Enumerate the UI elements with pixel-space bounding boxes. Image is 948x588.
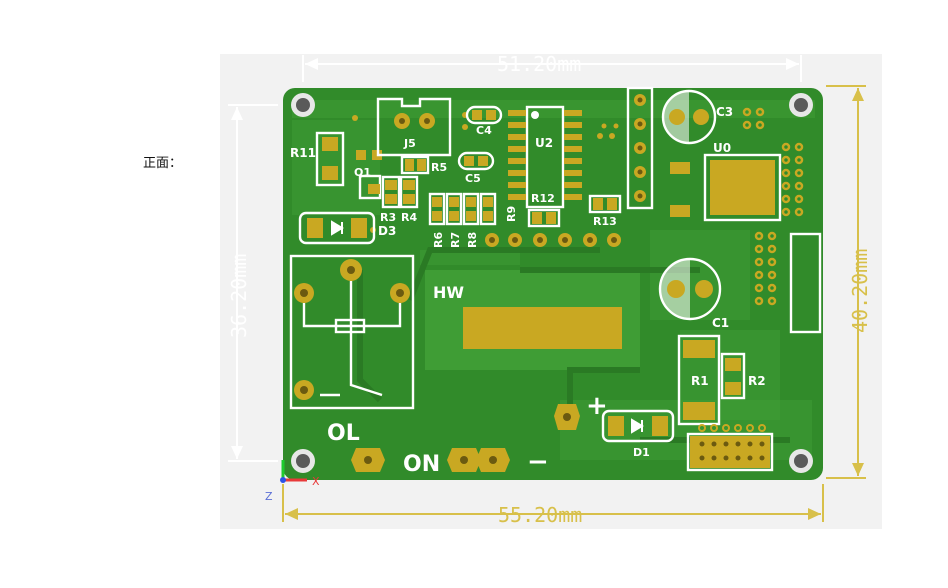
svg-text:J5: J5 [403, 137, 416, 150]
terminal-ol: OL [327, 421, 385, 472]
dimension-bottom: 55.20mm [282, 484, 824, 527]
component-r5: R5 [400, 155, 447, 175]
component-r3-r4: R3 R4 [380, 175, 419, 224]
dimension-top: 51.20mm [302, 52, 802, 82]
component-r2: R2 [720, 352, 766, 400]
svg-text:U0: U0 [713, 141, 731, 155]
component-u0: U0 [670, 141, 782, 222]
component-plus-terminal: + [554, 391, 608, 430]
svg-text:36.20mm: 36.20mm [227, 254, 251, 338]
component-r12 [527, 208, 561, 228]
svg-text:R4: R4 [401, 211, 417, 224]
svg-text:+: + [586, 391, 608, 421]
axis-gizmo-icon: X Z [265, 460, 320, 503]
minus-label: − [527, 447, 549, 477]
component-j5: J5 [376, 97, 452, 157]
component-r6-r9: R6 R7 R8 R9 [428, 192, 518, 248]
svg-text:C5: C5 [465, 172, 481, 185]
svg-text:R7: R7 [449, 232, 462, 248]
svg-text:R13: R13 [593, 215, 617, 228]
dimension-right: 40.20mm [826, 85, 872, 479]
component-hw: HW [433, 283, 622, 349]
component-r1: R1 [677, 334, 721, 426]
svg-text:R1: R1 [691, 374, 709, 388]
header-vertical [626, 86, 654, 210]
component-c3: C3 [661, 89, 733, 145]
component-c4: C4 [465, 105, 503, 137]
via-grid [742, 107, 804, 306]
component-d3: D3 [298, 211, 396, 245]
component-c1: C1 [658, 257, 729, 330]
component-relay [289, 254, 415, 410]
svg-text:C3: C3 [716, 105, 733, 119]
component-d1: D1 [601, 409, 675, 459]
svg-text:D3: D3 [378, 224, 396, 238]
header-grid [686, 424, 774, 472]
svg-text:HW: HW [433, 283, 464, 302]
svg-text:U2: U2 [535, 136, 553, 150]
svg-text:X: X [312, 475, 320, 488]
dimension-left: 36.20mm [227, 104, 278, 462]
mounting-holes [291, 93, 813, 473]
svg-text:40.20mm: 40.20mm [848, 249, 872, 333]
svg-text:R5: R5 [431, 161, 447, 174]
svg-text:ON: ON [403, 452, 440, 477]
svg-text:R8: R8 [466, 232, 479, 248]
terminal-on: ON [403, 448, 510, 477]
component-r11: R11 [290, 131, 345, 187]
svg-text:R6: R6 [432, 232, 445, 248]
component-u2: U2 R12 [508, 105, 582, 209]
component-c5: C5 [457, 151, 495, 185]
svg-text:OL: OL [327, 421, 360, 446]
svg-text:C4: C4 [476, 124, 492, 137]
svg-text:C1: C1 [712, 316, 729, 330]
connector-outline [789, 232, 822, 334]
side-label: 正面： [143, 156, 183, 171]
svg-text:R11: R11 [290, 146, 316, 160]
svg-text:R9: R9 [505, 206, 518, 222]
svg-text:55.20mm: 55.20mm [498, 503, 582, 527]
svg-text:R3: R3 [380, 211, 396, 224]
svg-text:Z: Z [265, 490, 273, 503]
svg-text:Q1: Q1 [354, 166, 371, 179]
svg-text:R2: R2 [748, 374, 766, 388]
pin-row [485, 233, 621, 247]
svg-text:R12: R12 [531, 192, 555, 205]
svg-text:D1: D1 [633, 446, 650, 459]
svg-text:51.20mm: 51.20mm [497, 52, 581, 76]
component-r13: R13 [588, 194, 622, 228]
